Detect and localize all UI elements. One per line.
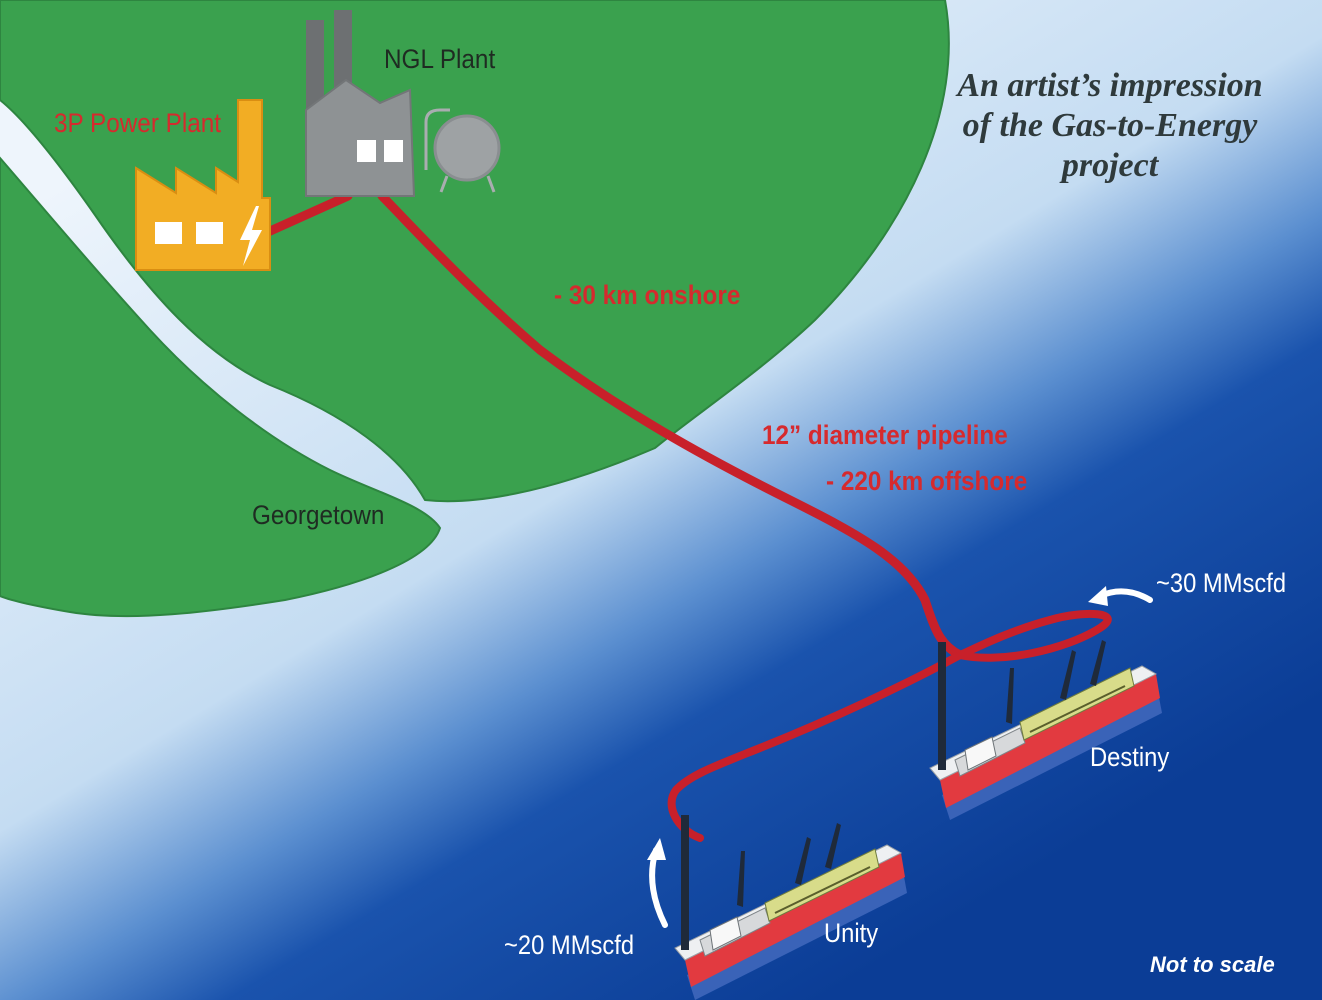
onshore-distance-label: - 30 km onshore <box>554 280 741 310</box>
unity-branch-pipeline <box>667 651 964 842</box>
georgetown-label: Georgetown <box>252 500 385 530</box>
unity-label: Unity <box>824 918 879 948</box>
flow-arrow-icon <box>1088 586 1153 606</box>
unity-flow-label: ~20 MMscfd <box>504 930 635 960</box>
ngl-plant-icon <box>305 10 416 197</box>
lightning-icon <box>240 206 262 266</box>
ngl-plant-label: NGL Plant <box>384 44 496 74</box>
destiny-loop-pipeline <box>956 609 1112 662</box>
storage-tank-icon <box>424 108 501 193</box>
power-plant-label: 3P Power Plant <box>54 108 222 138</box>
flow-arrow-icon <box>647 838 668 928</box>
destiny-label: Destiny <box>1090 742 1170 772</box>
offshore-distance-label: - 220 km offshore <box>826 466 1028 496</box>
pipeline-diameter-label: 12” diameter pipeline <box>762 420 1008 450</box>
landmass-georgetown <box>0 156 442 618</box>
power-plant-icon <box>135 99 271 271</box>
pipeline-network <box>263 191 1112 842</box>
fpso-vessel-icon <box>674 815 907 1000</box>
power-link-pipeline <box>263 191 353 237</box>
diagram-title: An artist’s impression of the Gas-to-Ene… <box>957 67 1263 184</box>
destiny-flow-label: ~30 MMscfd <box>1156 568 1287 598</box>
not-to-scale-note: Not to scale <box>1150 952 1275 977</box>
main-pipeline <box>377 191 965 660</box>
fpso-vessel-icon <box>929 640 1162 820</box>
